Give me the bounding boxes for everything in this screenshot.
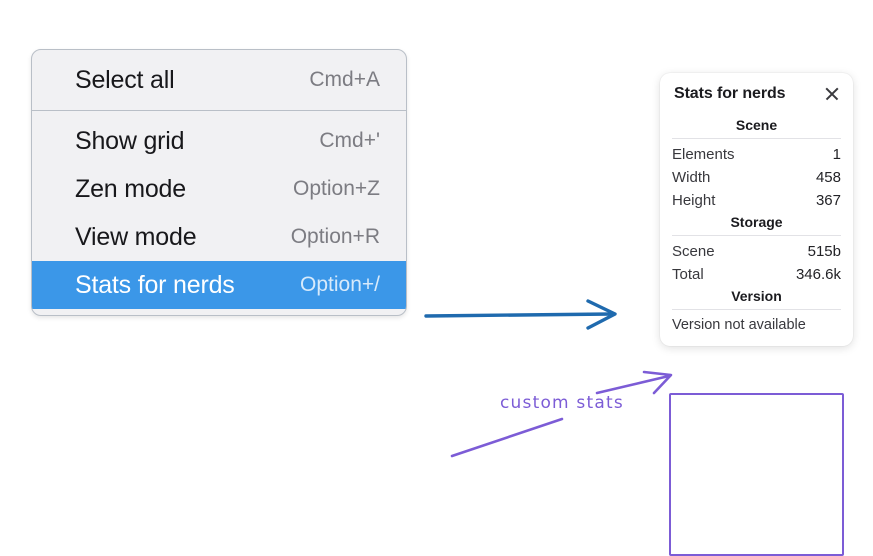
stat-row-storage-total: Total 346.6k [672,263,841,286]
stats-section-storage: Storage Scene 515b Total 346.6k [660,212,853,556]
stat-value: 515b [807,243,841,260]
menu-item-shortcut: Option+/ [300,273,380,296]
menu-item-label: View mode [75,222,197,251]
stat-key: Scene [672,243,715,260]
menu-item-view-mode[interactable]: View mode Option+R [32,213,406,261]
stat-key: Width [672,169,711,186]
menu-item-shortcut: Option+R [290,225,380,248]
menu-group-2: Show grid Cmd+' Zen mode Option+Z View m… [32,110,406,315]
stat-row-width: Width 458 [672,166,841,189]
stats-panel-header: Stats for nerds [660,85,853,103]
stat-key: Total [672,266,704,283]
section-title: Scene [735,117,778,133]
menu-item-shortcut: Option+Z [293,177,380,200]
menu-item-show-grid[interactable]: Show grid Cmd+' [32,117,406,165]
stats-section-scene: Scene Elements 1 Width 458 Height 367 [660,115,853,212]
menu-item-select-all[interactable]: Select all Cmd+A [32,56,406,104]
section-title: Storage [730,214,783,230]
stat-value: 458 [815,169,841,186]
menu-item-label: Select all [75,65,175,94]
stat-value: 346.6k [795,266,841,283]
blue-arrow-to-stats-panel [424,299,617,330]
stat-row-height: Height 367 [672,189,841,212]
menu-item-shortcut: Cmd+' [319,129,380,152]
stat-value: 367 [815,192,841,209]
stats-panel-title: Stats for nerds [674,85,786,102]
section-divider [672,138,841,139]
menu-group-1: Select all Cmd+A [32,50,406,110]
stats-section-version: Version Version not available [660,286,853,334]
stat-row-storage-scene: Scene 515b [672,240,841,263]
custom-stats-annotation-label: custom stats [500,393,624,413]
menu-item-label: Show grid [75,126,185,155]
context-menu[interactable]: Select all Cmd+A Show grid Cmd+' Zen mod… [31,49,407,316]
section-divider [672,309,841,310]
section-title: Version [731,288,782,304]
section-divider [672,235,841,236]
purple-arrow-to-version [595,370,673,395]
menu-item-zen-mode[interactable]: Zen mode Option+Z [32,165,406,213]
menu-item-label: Zen mode [75,174,186,203]
version-not-available-text: Version not available [672,317,806,333]
stats-for-nerds-panel: Stats for nerds Scene Elements 1 Width 4… [660,73,853,556]
stat-key: Elements [672,146,735,163]
purple-annotation-stroke [450,417,564,458]
close-icon[interactable] [823,85,841,103]
stat-row-elements: Elements 1 [672,143,841,166]
menu-item-stats-for-nerds[interactable]: Stats for nerds Option+/ [32,261,406,309]
stat-value: 1 [832,146,841,163]
stat-key: Height [672,192,716,209]
menu-item-label: Stats for nerds [75,270,235,299]
menu-item-shortcut: Cmd+A [309,68,380,91]
custom-stats-highlight-box [669,393,844,556]
